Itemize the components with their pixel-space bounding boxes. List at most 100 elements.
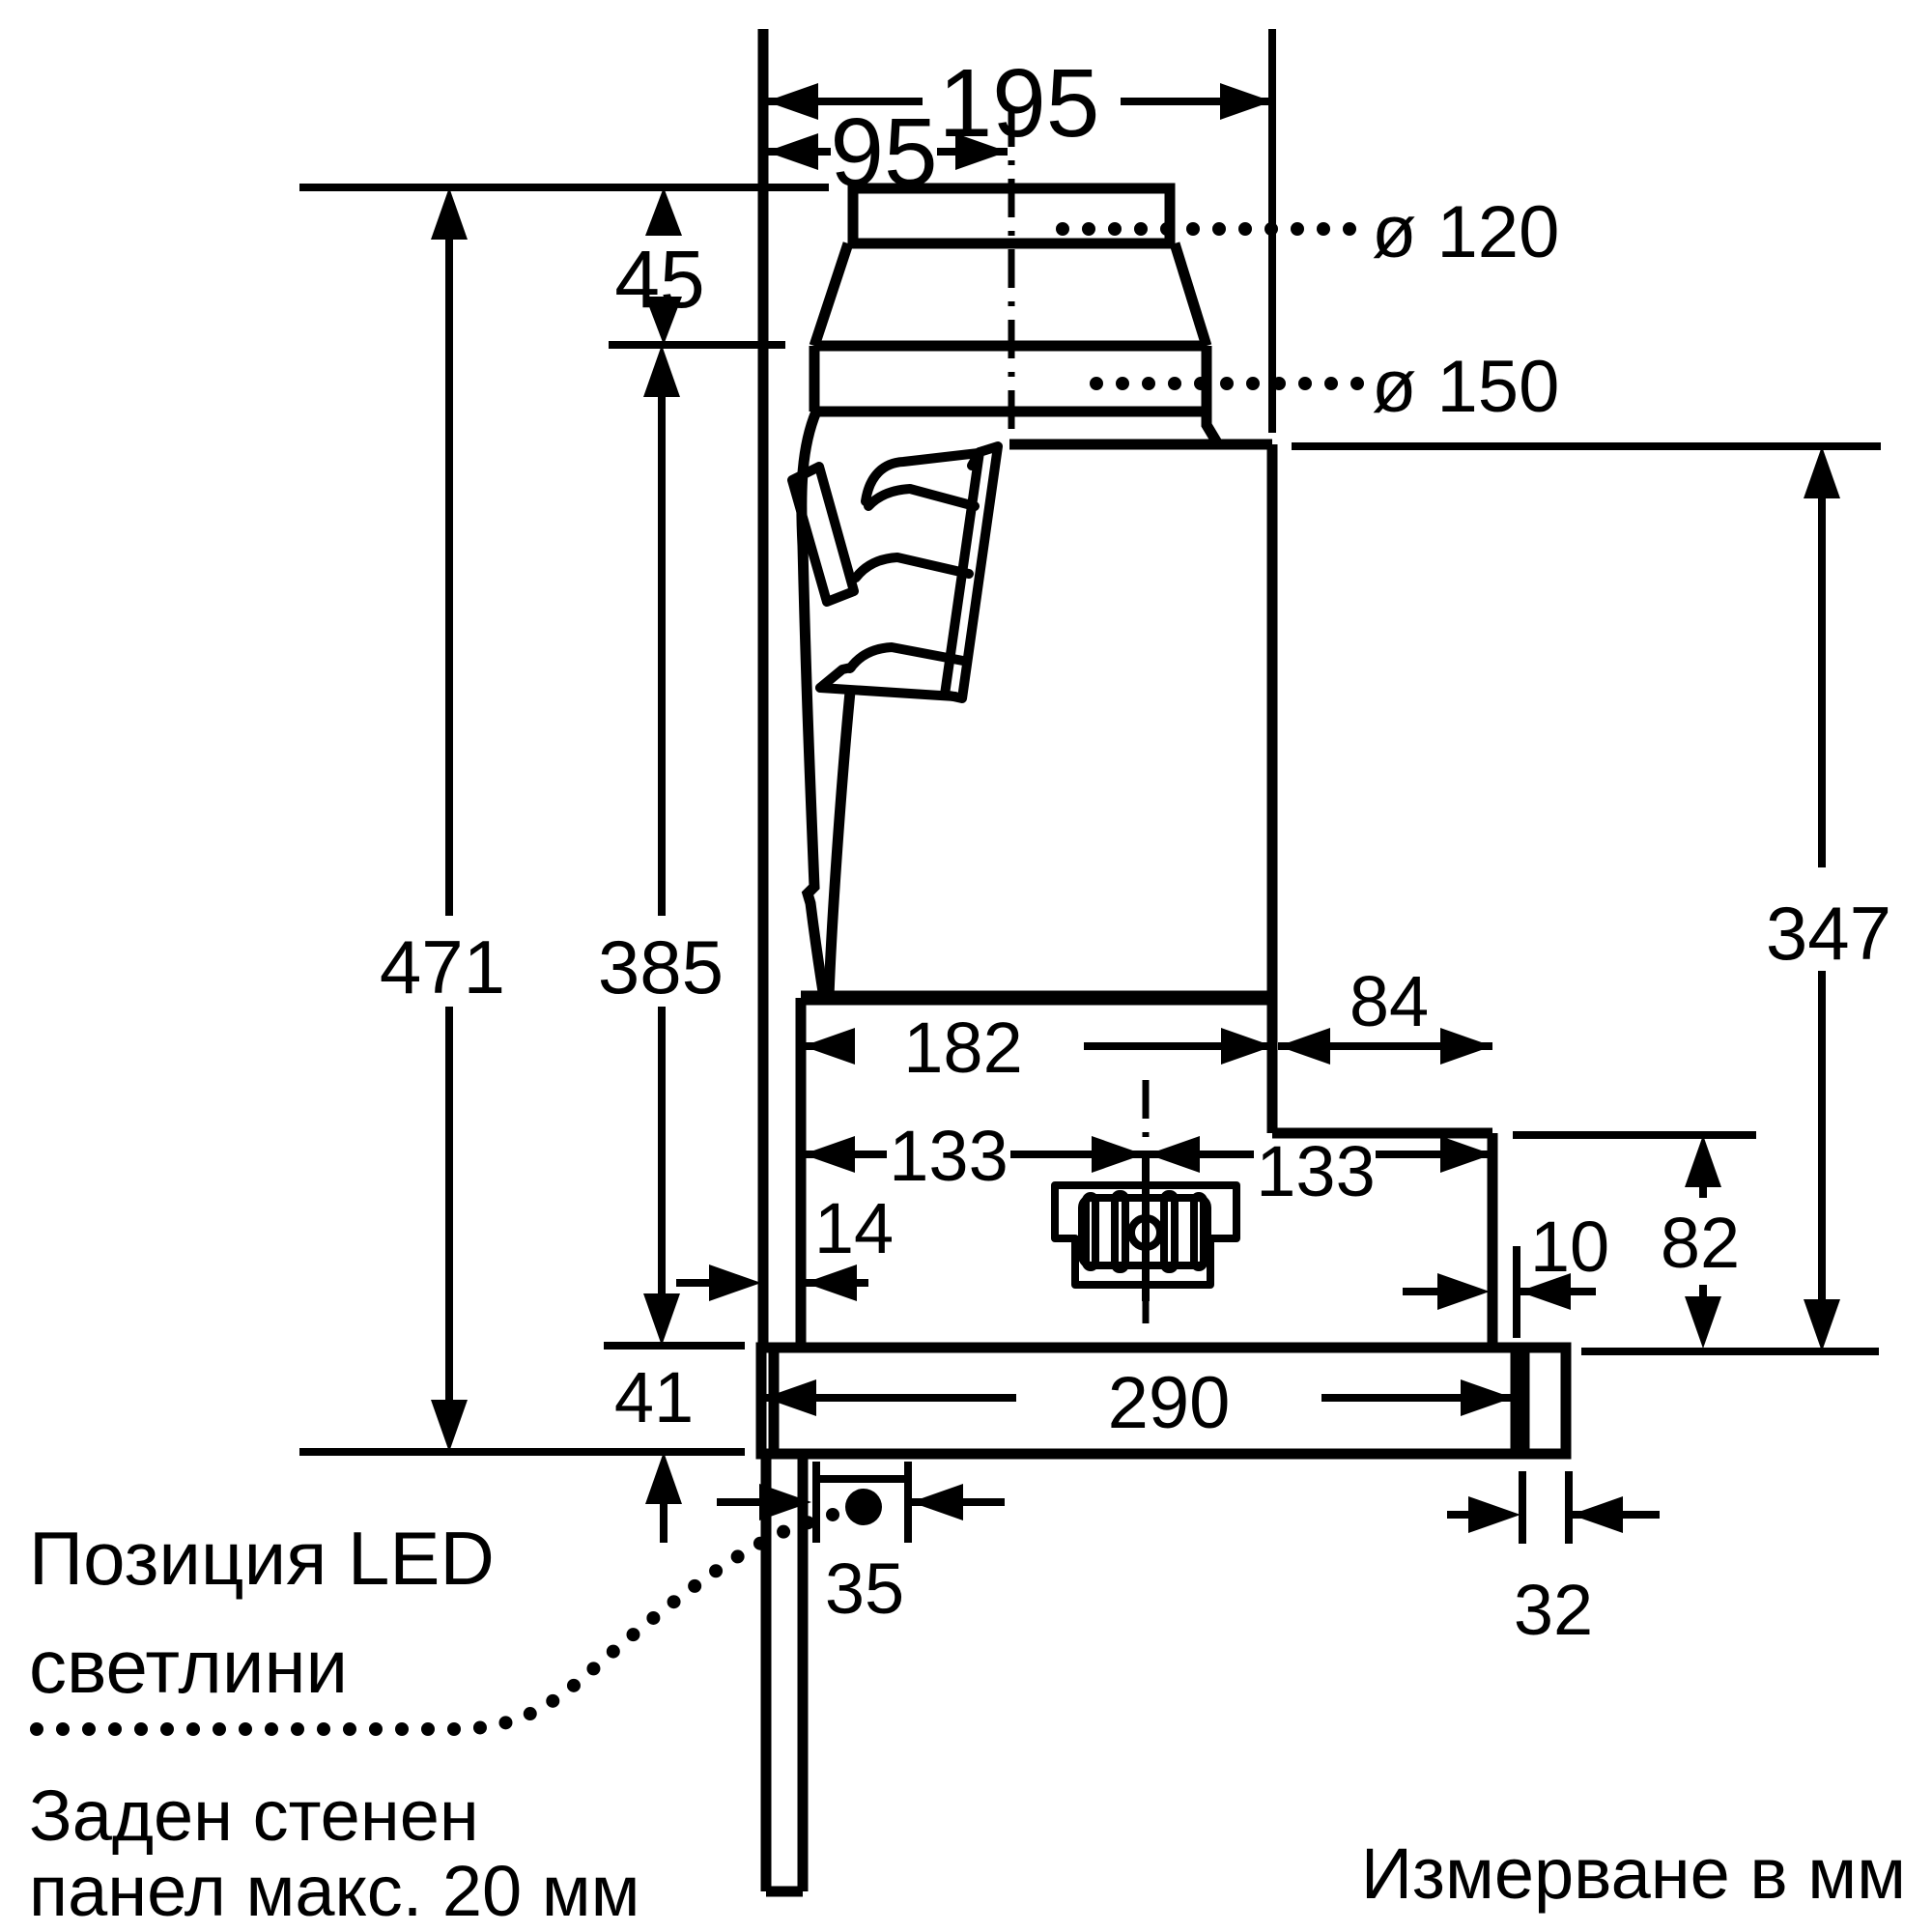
dim-text-133-left: 133 bbox=[889, 1116, 1008, 1196]
dim-290 bbox=[764, 1379, 1513, 1416]
arrowhead-down bbox=[643, 1293, 680, 1346]
arrowhead-right bbox=[1092, 1136, 1144, 1173]
arrowhead-right-tip bbox=[1468, 1496, 1520, 1533]
dim-133-left bbox=[803, 1136, 1144, 1173]
arrowhead-left-tip bbox=[805, 1264, 857, 1301]
dim-text-471: 471 bbox=[380, 924, 505, 1009]
dim-text-385: 385 bbox=[598, 924, 724, 1009]
arrowhead-up bbox=[431, 187, 468, 240]
arrowhead-right bbox=[1440, 1136, 1492, 1173]
flap-mount-strip bbox=[787, 462, 859, 607]
rear-panel-label-line1: Заден стенен bbox=[29, 1776, 479, 1856]
dim-text-45: 45 bbox=[614, 234, 704, 325]
dim-text-41: 41 bbox=[614, 1357, 694, 1437]
dim-84 bbox=[1278, 1028, 1492, 1065]
duct-taper-right bbox=[1169, 242, 1212, 348]
body-left-edge bbox=[796, 409, 830, 999]
dim-text-95: 95 bbox=[830, 99, 937, 207]
arrowhead-left bbox=[766, 83, 818, 120]
measurement-unit-note: Измерване в мм bbox=[1361, 1833, 1906, 1914]
dim-text-133-right: 133 bbox=[1256, 1131, 1375, 1211]
dim-82 bbox=[1513, 1131, 1756, 1349]
dim-text-84: 84 bbox=[1350, 961, 1429, 1041]
arrowhead-left-tip bbox=[1519, 1273, 1571, 1310]
motor-rib-4 bbox=[1190, 1192, 1208, 1271]
dim-95 bbox=[766, 133, 1008, 170]
dim-text-10: 10 bbox=[1530, 1207, 1609, 1287]
arrowhead-right bbox=[1461, 1379, 1513, 1416]
arrowhead-left bbox=[803, 1028, 855, 1065]
dim-10 bbox=[1403, 1246, 1596, 1338]
dim-14 bbox=[676, 1264, 868, 1301]
arrowhead-right bbox=[1220, 83, 1272, 120]
arrowhead-up bbox=[645, 1452, 682, 1504]
led-position-label-line1: Позиция LED bbox=[29, 1516, 495, 1601]
dim-195 bbox=[766, 29, 1276, 433]
dim-text-dia120: ø 120 bbox=[1372, 191, 1559, 273]
arrowhead-left bbox=[764, 1379, 816, 1416]
motor-bracket bbox=[1051, 1181, 1240, 1289]
arrowhead-up bbox=[1804, 446, 1840, 498]
arrowhead-down bbox=[1685, 1296, 1721, 1349]
wall-panel-strip bbox=[760, 1454, 809, 1897]
dim-471 bbox=[299, 187, 745, 1456]
led-lamp bbox=[812, 1462, 912, 1543]
dim-text-182: 182 bbox=[903, 1008, 1022, 1088]
dim-text-14: 14 bbox=[814, 1188, 894, 1268]
arrowhead-up bbox=[1685, 1135, 1721, 1187]
flap-tail bbox=[815, 663, 856, 693]
arrowhead-right-tip bbox=[1437, 1273, 1490, 1310]
dim-text-290: 290 bbox=[1108, 1362, 1231, 1444]
dim-385 bbox=[643, 345, 680, 1346]
dim-text-35: 35 bbox=[825, 1548, 904, 1629]
panel-handle-piece bbox=[1519, 1342, 1572, 1460]
arrowhead-right bbox=[955, 133, 1008, 170]
arrowhead-down bbox=[1804, 1299, 1840, 1351]
flap-vane-2 bbox=[864, 484, 980, 511]
dim-347 bbox=[1292, 442, 1881, 1355]
chimney-inner-edge bbox=[823, 691, 856, 998]
arrowhead-left bbox=[1148, 1136, 1200, 1173]
arrowhead-down bbox=[431, 1400, 468, 1452]
dim-32 bbox=[1447, 1471, 1660, 1544]
dim-133-right bbox=[1148, 1136, 1492, 1173]
dim-45 bbox=[299, 184, 829, 349]
duct-flange-150-right bbox=[1201, 346, 1223, 447]
led-position-label-line2: светлини bbox=[29, 1624, 348, 1709]
rear-panel-label-line2: панел макс. 20 мм bbox=[29, 1851, 640, 1931]
dim-text-195: 195 bbox=[939, 49, 1100, 157]
motor-rib-3 bbox=[1160, 1190, 1179, 1273]
dim-41 bbox=[604, 1342, 745, 1543]
dim-text-32: 32 bbox=[1514, 1570, 1593, 1650]
duct-taper-left bbox=[809, 242, 854, 348]
damper-flaps bbox=[787, 441, 1003, 703]
arrowhead-left-tip bbox=[911, 1484, 963, 1520]
dim-text-82: 82 bbox=[1661, 1203, 1740, 1283]
flap-vane-3 bbox=[851, 553, 974, 582]
arrowhead-left-tip bbox=[1571, 1496, 1623, 1533]
arrowhead-right bbox=[1221, 1028, 1273, 1065]
wall-mounting-line bbox=[757, 29, 809, 1897]
arrowhead-right bbox=[1440, 1028, 1492, 1065]
dim-text-347: 347 bbox=[1766, 891, 1891, 976]
led-leader-dots bbox=[30, 1506, 845, 1736]
arrowhead-up bbox=[643, 345, 680, 397]
dim-35 bbox=[717, 1484, 1005, 1520]
arrowhead-right-tip bbox=[759, 1484, 811, 1520]
arrowhead-left bbox=[803, 1136, 855, 1173]
arrowhead-up bbox=[645, 187, 682, 236]
arrowhead-left bbox=[766, 133, 818, 170]
flap-blade bbox=[940, 441, 1003, 703]
flap-bottom-edge bbox=[815, 683, 960, 701]
panel-outline bbox=[755, 1342, 1521, 1460]
duct-adapter bbox=[809, 183, 1223, 447]
flap-vane-1 bbox=[861, 448, 983, 506]
dim-182 bbox=[803, 1028, 1273, 1065]
motor-rib-2 bbox=[1111, 1190, 1129, 1273]
arrowhead-down bbox=[645, 297, 682, 345]
arrowhead-left bbox=[1278, 1028, 1330, 1065]
led-dot bbox=[845, 1489, 882, 1525]
arrowhead-right-tip bbox=[709, 1264, 761, 1301]
